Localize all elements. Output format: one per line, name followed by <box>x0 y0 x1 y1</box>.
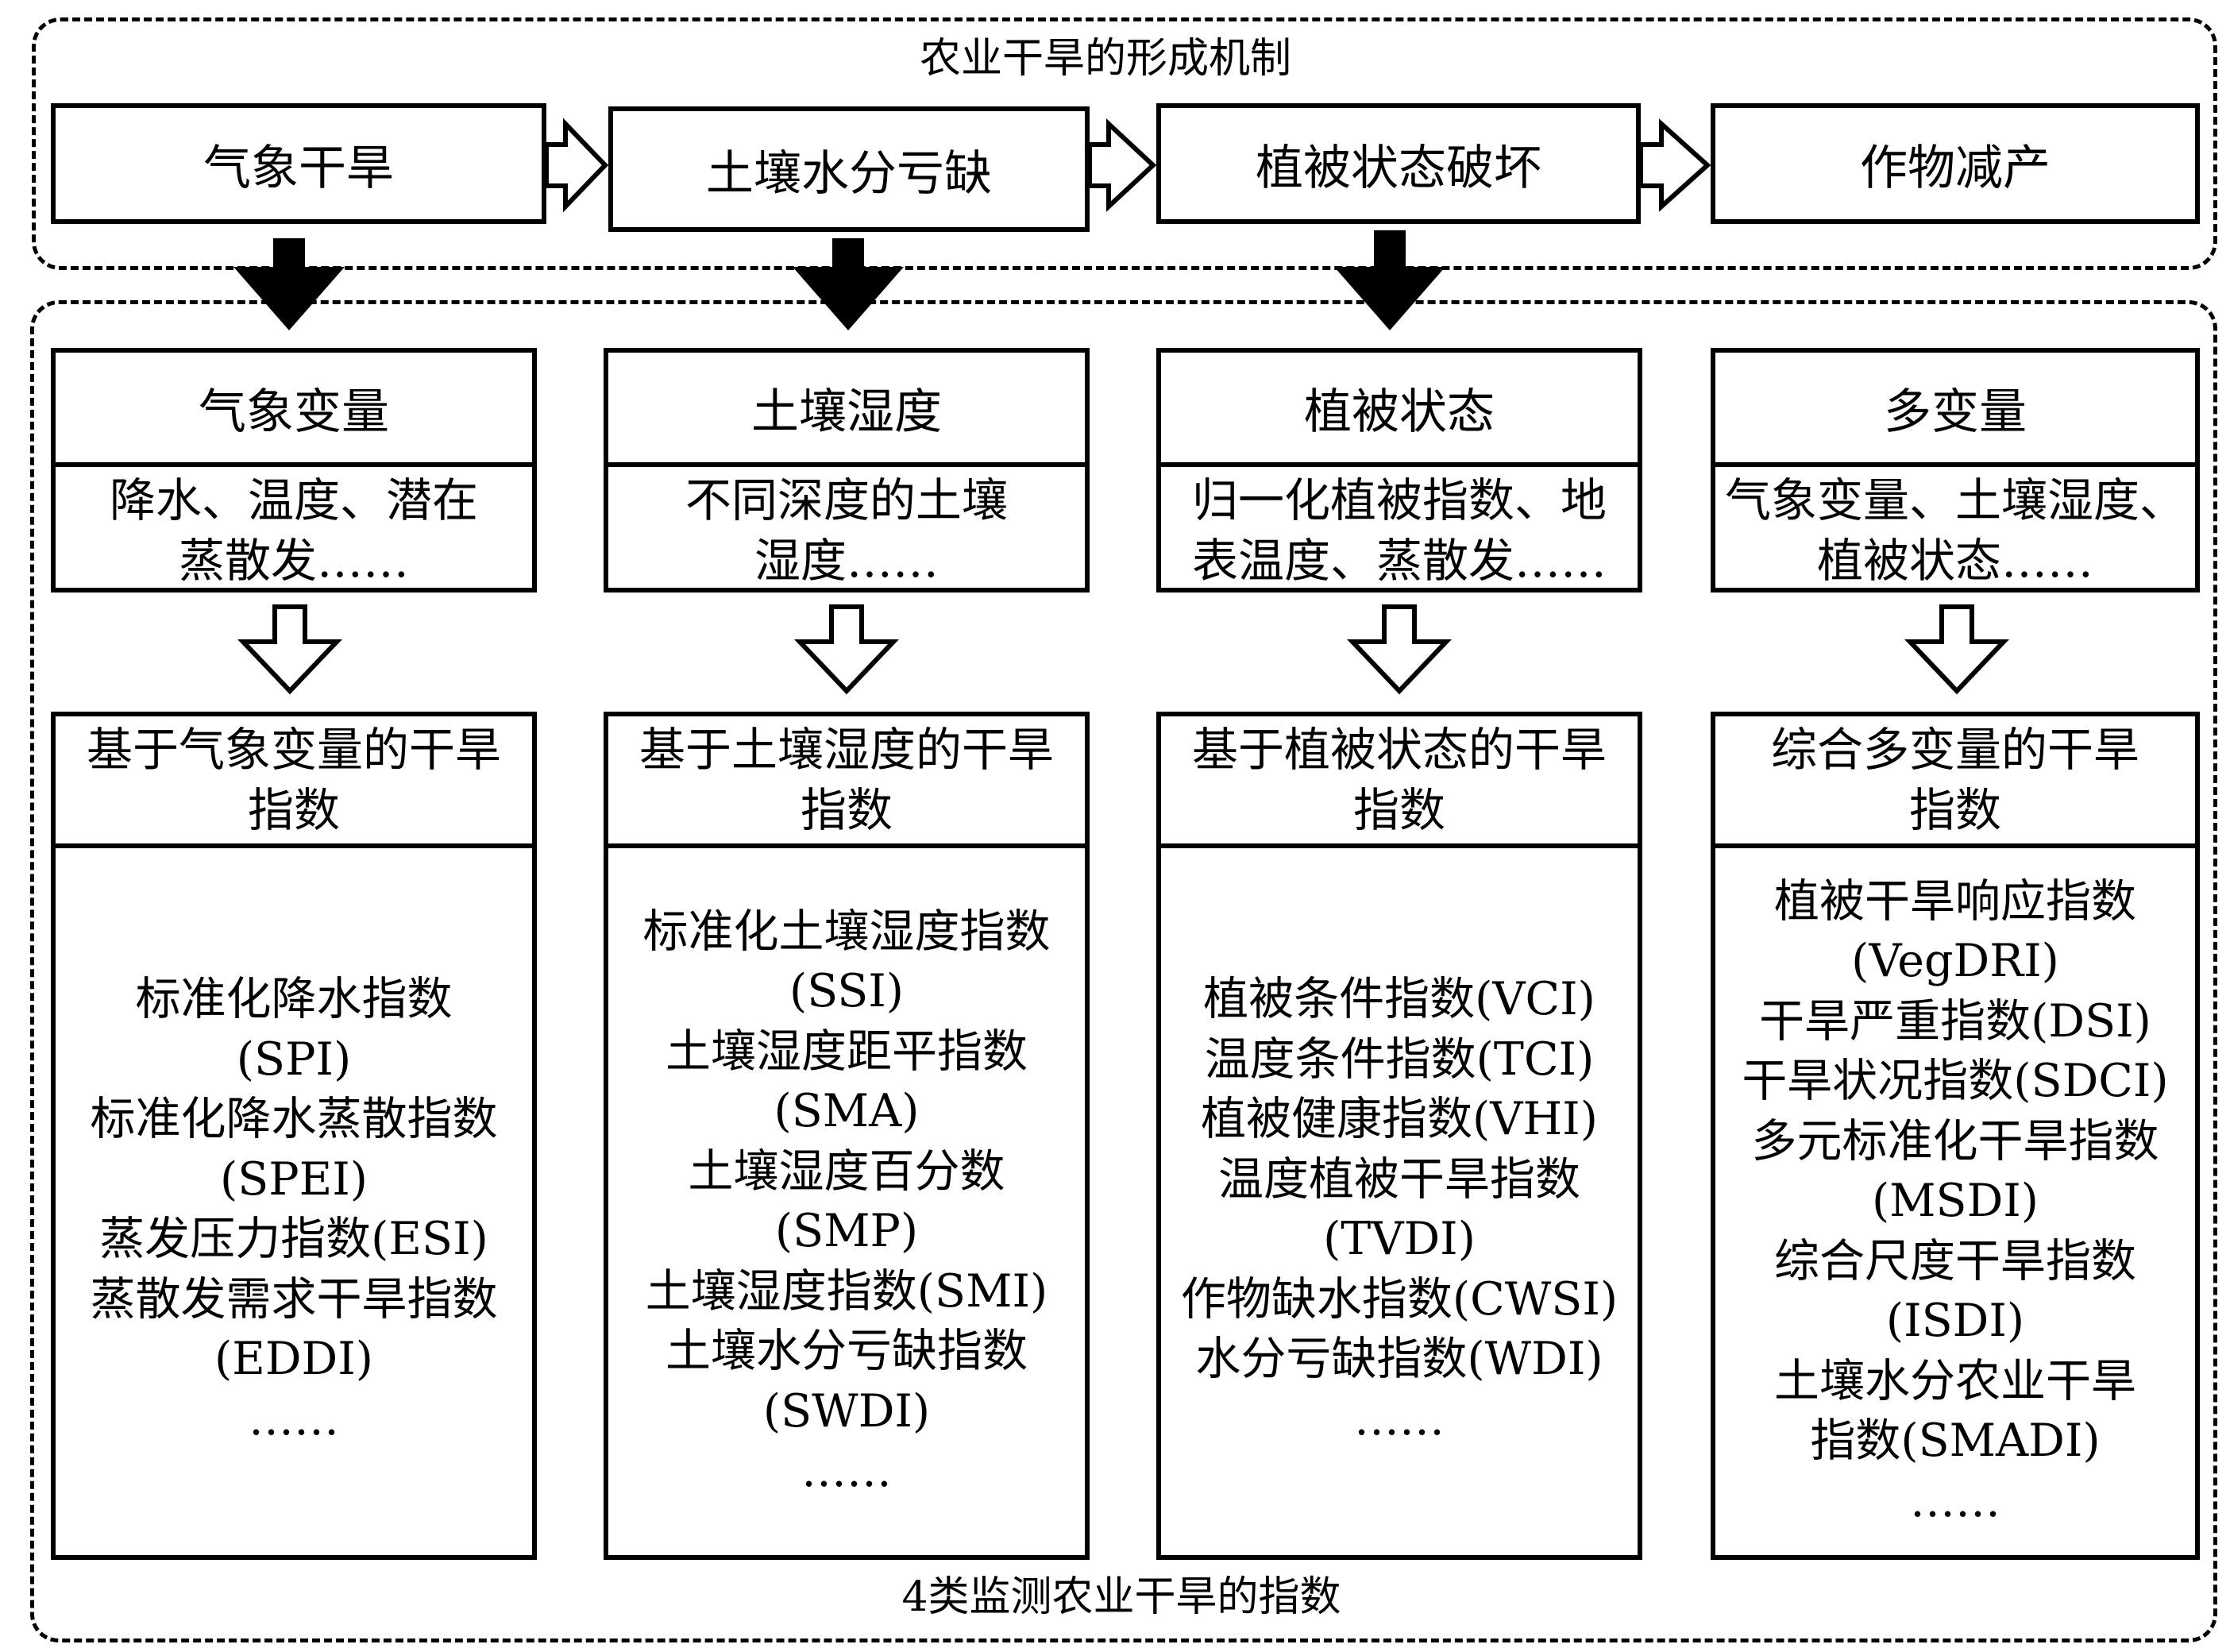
index-title-line: 综合多变量的干旱 <box>1770 723 2139 777</box>
category-description: 归一化植被指数、地 表温度、蒸散发…… <box>1161 467 1638 594</box>
index-title-line: 指数 <box>1908 783 2001 837</box>
index-item: 土壤水分农业干旱 <box>1774 1354 2136 1407</box>
index-title-line: 基于植被状态的干旱 <box>1191 723 1607 777</box>
index-list: 标准化降水指数 (SPI) 标准化降水蒸散指数 (SPEI) 蒸发压力指数(ESI) 蒸散… <box>56 848 532 1555</box>
index-title-line: 指数 <box>247 783 340 837</box>
index-item: 标准化降水蒸散指数 <box>90 1093 498 1145</box>
mechanism-group-title: 农业干旱的形成机制 <box>870 38 1341 79</box>
right-arrow-icon <box>1638 118 1711 212</box>
index-item: (MSDI) <box>1871 1175 2039 1228</box>
index-item: (VegDRI) <box>1851 935 2059 988</box>
hollow-down-arrow-icon <box>1904 604 2009 695</box>
stage-meteorological-drought: 气象干旱 <box>51 103 546 224</box>
index-box-soil-moisture: 基于土壤湿度的干旱 指数 标准化土壤湿度指数 (SSI) 土壤湿度距平指数 (SMA)… <box>604 712 1090 1560</box>
solid-down-arrow-icon <box>1334 230 1445 330</box>
description-line: 降水、温度、潜在 <box>109 473 478 527</box>
stage-crop-yield-reduction: 作物减产 <box>1711 103 2200 224</box>
index-item: (SSI) <box>789 965 905 1017</box>
index-item: 干旱状况指数(SDCI) <box>1742 1055 2169 1108</box>
index-box-vegetation: 基于植被状态的干旱 指数 植被条件指数(VCI) 温度条件指数(TCI) 植被健康指… <box>1156 712 1642 1560</box>
description-line: 蒸散发…… <box>178 534 409 588</box>
index-box-title: 基于植被状态的干旱 指数 <box>1161 716 1638 848</box>
description-line: 气象变量、土壤湿度、 <box>1724 473 2186 527</box>
index-item: 土壤湿度百分数 <box>688 1144 1005 1198</box>
index-item: (SMA) <box>774 1085 920 1137</box>
index-item: 标准化土壤湿度指数 <box>642 905 1051 958</box>
indices-group-frame <box>30 300 2217 1642</box>
index-item: 作物缺水指数(CWSI) <box>1180 1272 1618 1326</box>
category-description: 不同深度的土壤 湿度…… <box>608 467 1085 594</box>
index-title-line: 指数 <box>800 783 893 837</box>
description-line: 表温度、蒸散发…… <box>1191 534 1607 588</box>
index-box-title: 综合多变量的干旱 指数 <box>1715 716 2195 848</box>
index-item: 土壤湿度指数(SMI) <box>645 1264 1048 1318</box>
stage-soil-moisture-deficit: 土壤水分亏缺 <box>608 106 1090 232</box>
category-box-multivariate: 多变量 气象变量、土壤湿度、 植被状态…… <box>1711 348 2200 592</box>
index-box-meteorological: 基于气象变量的干旱 指数 标准化降水指数 (SPI) 标准化降水蒸散指数 (SPEI)… <box>51 712 537 1560</box>
index-box-multivariate: 综合多变量的干旱 指数 植被干旱响应指数 (VegDRI) 干旱严重指数(DSI) 干… <box>1711 712 2200 1560</box>
index-item: 植被健康指数(VHI) <box>1201 1093 1598 1145</box>
index-item: 植被干旱响应指数 <box>1774 874 2136 928</box>
index-item: 综合尺度干旱指数 <box>1774 1234 2136 1287</box>
index-item: 指数(SMADI) <box>1810 1415 2101 1468</box>
index-item: 植被条件指数(VCI) <box>1203 973 1595 1025</box>
index-item: 蒸散发需求干旱指数 <box>90 1272 498 1326</box>
index-box-title: 基于土壤湿度的干旱 指数 <box>608 716 1085 848</box>
index-item: 干旱严重指数(DSI) <box>1759 994 2151 1048</box>
category-title: 多变量 <box>1715 353 2195 467</box>
index-item: 多元标准化干旱指数 <box>1751 1114 2159 1168</box>
description-line: 归一化植被指数、地 <box>1191 473 1607 527</box>
index-item: …… <box>801 1445 892 1497</box>
hollow-down-arrow-icon <box>1347 604 1452 695</box>
solid-down-arrow-icon <box>233 238 345 330</box>
index-box-title: 基于气象变量的干旱 指数 <box>56 716 532 848</box>
category-title: 土壤湿度 <box>608 353 1085 467</box>
index-item: (SPI) <box>236 1032 352 1086</box>
index-item: 标准化降水指数 <box>135 973 453 1025</box>
index-item: …… <box>1354 1392 1445 1446</box>
index-list: 标准化土壤湿度指数 (SSI) 土壤湿度距平指数 (SMA) 土壤湿度百分数 (SMP) 土… <box>608 848 1085 1555</box>
index-item: (SPEI) <box>219 1152 368 1206</box>
category-description: 气象变量、土壤湿度、 植被状态…… <box>1715 467 2195 594</box>
index-item: …… <box>249 1392 339 1446</box>
solid-down-arrow-icon <box>793 238 904 330</box>
description-line: 植被状态…… <box>1816 534 2093 588</box>
mechanism-group-frame <box>32 17 2217 270</box>
index-item: 温度植被干旱指数 <box>1218 1152 1580 1206</box>
description-line: 不同深度的土壤 <box>685 473 1008 527</box>
index-item: (SMP) <box>774 1205 919 1257</box>
index-item: …… <box>1910 1474 2000 1527</box>
right-arrow-icon <box>1087 118 1157 212</box>
category-title: 气象变量 <box>56 353 532 467</box>
hollow-down-arrow-icon <box>794 604 899 695</box>
description-line: 湿度…… <box>754 534 939 588</box>
stage-vegetation-damage: 植被状态破坏 <box>1156 103 1641 224</box>
index-item: 土壤水分亏缺指数 <box>666 1325 1028 1377</box>
index-title-line: 基于土壤湿度的干旱 <box>639 723 1054 777</box>
index-title-line: 基于气象变量的干旱 <box>86 723 501 777</box>
index-item: (ISDI) <box>1885 1295 2025 1348</box>
indices-group-title: 4类监测农业干旱的指数 <box>845 1577 1398 1618</box>
category-box-soil-moisture: 土壤湿度 不同深度的土壤 湿度…… <box>604 348 1090 592</box>
index-item: 水分亏缺指数(WDI) <box>1195 1333 1603 1385</box>
index-item: (TVDI) <box>1323 1213 1476 1265</box>
index-item: 蒸发压力指数(ESI) <box>99 1213 488 1265</box>
index-item: 温度条件指数(TCI) <box>1204 1032 1595 1086</box>
index-item: (SWDI) <box>762 1384 931 1438</box>
category-box-vegetation: 植被状态 归一化植被指数、地 表温度、蒸散发…… <box>1156 348 1642 592</box>
index-item: 土壤湿度距平指数 <box>666 1025 1028 1078</box>
index-item: (EDDI) <box>214 1333 373 1385</box>
right-arrow-icon <box>544 118 609 213</box>
category-description: 降水、温度、潜在 蒸散发…… <box>56 467 532 594</box>
index-list: 植被条件指数(VCI) 温度条件指数(TCI) 植被健康指数(VHI) 温度植被干旱指… <box>1161 848 1638 1555</box>
index-title-line: 指数 <box>1352 783 1445 837</box>
index-list: 植被干旱响应指数 (VegDRI) 干旱严重指数(DSI) 干旱状况指数(SDCI) 多… <box>1715 848 2195 1555</box>
category-title: 植被状态 <box>1161 353 1638 467</box>
hollow-down-arrow-icon <box>237 604 342 695</box>
category-box-meteorological: 气象变量 降水、温度、潜在 蒸散发…… <box>51 348 537 592</box>
